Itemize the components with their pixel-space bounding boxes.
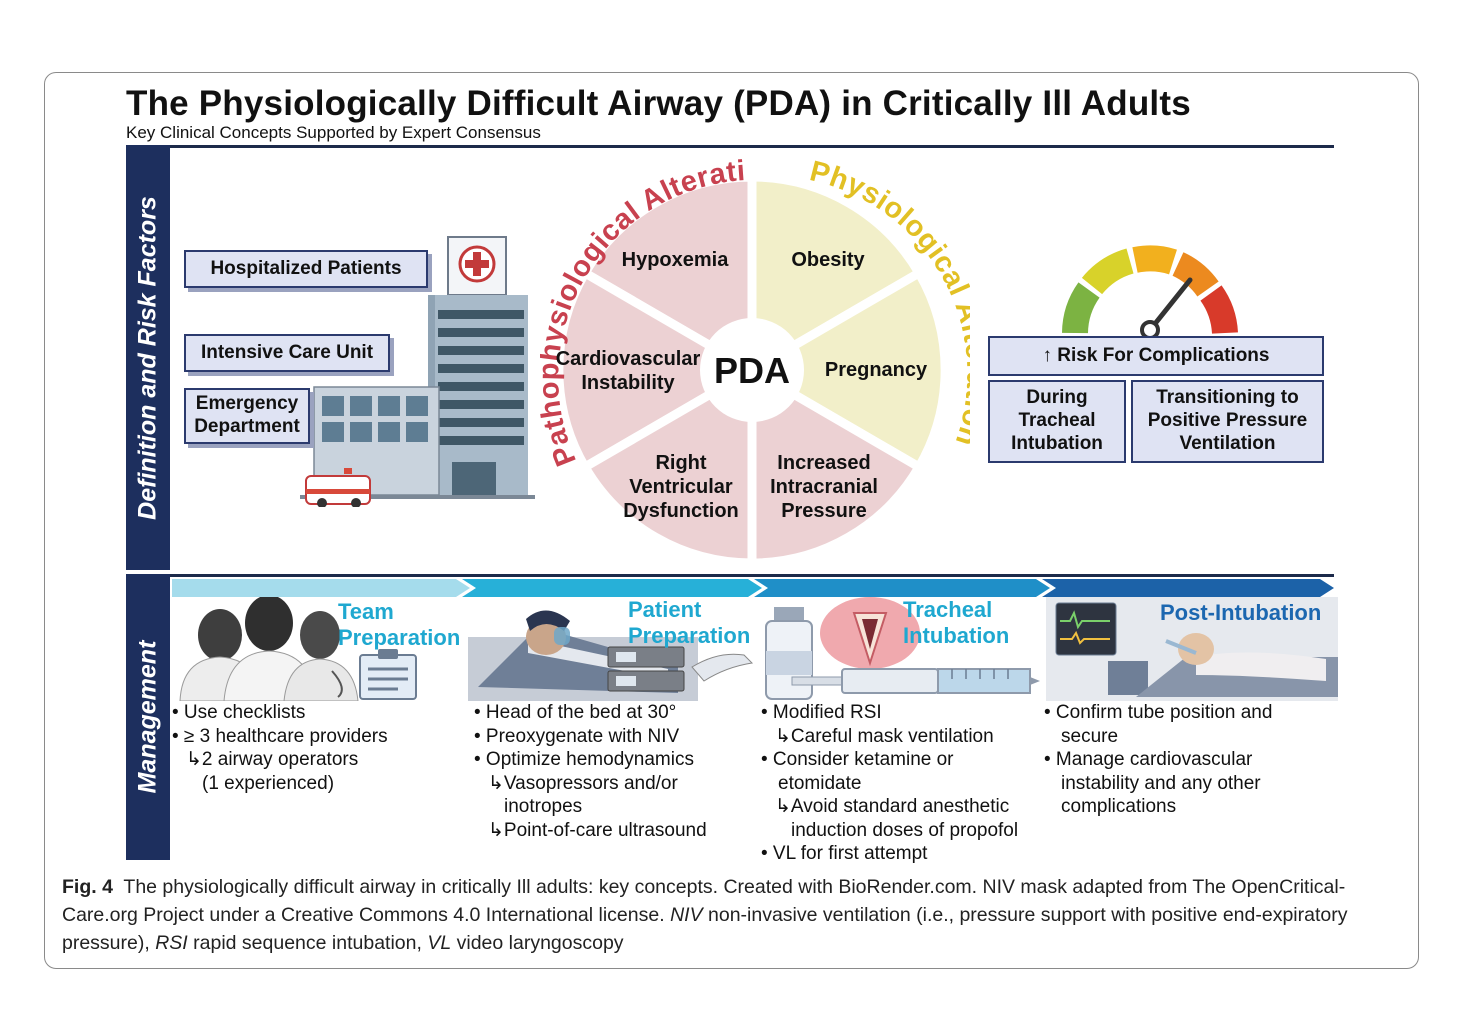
stage-team-title: Team Preparation	[338, 599, 460, 652]
stage-intubation-title-line1: Tracheal	[903, 597, 993, 622]
intubation-bullet-5: ↳Avoid standard anesthetic	[775, 796, 1010, 817]
risk-trans-line1: Transitioning to	[1156, 387, 1299, 409]
caption-def-rsi: rapid sequence intubation,	[193, 932, 422, 954]
risk-during-line1: During	[1026, 387, 1088, 409]
patient-bullet-3: • Optimize hemodynamics	[474, 749, 694, 770]
stage-intubation-title-line2: Intubation	[903, 623, 1010, 649]
top-divider	[170, 145, 1334, 148]
label-rv-line3: Dysfunction	[623, 500, 739, 522]
segment-obesity	[747, 172, 926, 378]
label-cardio-line1: Cardiovascular	[556, 348, 701, 370]
post-bullets: • Confirm tube position and secure • Man…	[1044, 701, 1272, 819]
stage-patient-title-line2: Preparation	[628, 623, 751, 649]
stage-team-title-line2: Preparation	[338, 625, 461, 651]
label-cardio-line2: Instability	[581, 372, 675, 394]
figure-subtitle: Key Clinical Concepts Supported by Exper…	[126, 123, 541, 142]
caption-def-vl: video laryngoscopy	[456, 932, 624, 954]
stage-team-title-line1: Team	[338, 599, 394, 624]
patient-preparation-illustration	[468, 610, 754, 701]
wheel-center	[700, 318, 804, 422]
patient-bullet-1: • Head of the bed at 30°	[474, 702, 677, 723]
hospital-building-illustration	[300, 236, 535, 507]
patient-bullet-5: inotropes	[504, 796, 583, 817]
stage-intubation-title: Tracheal Intubation	[903, 597, 1009, 650]
setting-hospitalized-label: Hospitalized Patients	[210, 257, 402, 279]
caption-def-niv: non-invasive ventilation (i.e., pressure…	[62, 904, 1348, 954]
pda-wheel: PDA Pathophysiological Alterations Physi…	[540, 150, 970, 568]
label-icp-line2: Intracranial	[770, 476, 878, 498]
intubation-bullet-2: ↳Careful mask ventilation	[775, 725, 994, 747]
label-hypoxemia: Hypoxemia	[622, 249, 730, 271]
management-band-label: Management	[133, 640, 162, 794]
label-icp-line1: Increased	[777, 452, 870, 474]
wheel-center-label: PDA	[714, 350, 790, 391]
segment-right-ventricular	[578, 362, 757, 568]
label-rv-line2: Ventricular	[629, 476, 733, 498]
segment-pregnancy	[743, 266, 950, 474]
stage-patient-title: Patient Preparation	[628, 597, 750, 650]
figure-caption: Fig. 4 The physiologically difficult air…	[62, 873, 1407, 957]
intubation-bullet-7: • VL for first attempt	[761, 843, 928, 864]
stage-post-title-line1: Post-Intubation	[1160, 600, 1322, 625]
segment-hypoxemia	[578, 172, 757, 378]
label-obesity: Obesity	[791, 249, 865, 271]
label-pregnancy: Pregnancy	[825, 359, 928, 381]
team-bullet-4: (1 experienced)	[202, 772, 335, 794]
risk-during-line3: Intubation	[1011, 432, 1103, 454]
team-bullet-2: • ≥ 3 healthcare providers	[172, 725, 388, 747]
definition-band-label: Definition and Risk Factors	[133, 195, 162, 520]
patient-bullet-2: • Preoxygenate with NIV	[474, 725, 680, 747]
risk-transitioning-ppv: Transitioning to Positive Pressure Venti…	[1131, 380, 1324, 463]
section-divider	[170, 574, 1334, 577]
figure-frame	[44, 72, 1419, 969]
management-band: Management	[126, 574, 170, 860]
risk-trans-line3: Ventilation	[1179, 432, 1276, 454]
segment-intracranial	[747, 362, 926, 568]
intubation-bullet-4: etomidate	[778, 772, 862, 794]
patient-bullet-6: ↳Point-of-care ultrasound	[488, 819, 707, 841]
team-bullets: • Use checklists • ≥ 3 healthcare provid…	[172, 701, 388, 795]
label-rv-line1: Right	[655, 452, 706, 474]
intubation-bullet-3: • Consider ketamine or	[761, 749, 954, 770]
risk-header: ↑ Risk For Complications	[988, 336, 1324, 376]
post-bullet-4: instability and any other	[1061, 772, 1261, 794]
intubation-bullets: • Modified RSI ↳Careful mask ventilation…	[761, 701, 1018, 866]
definition-band: Definition and Risk Factors	[126, 145, 170, 570]
figure-title: The Physiologically Difficult Airway (PD…	[126, 84, 1191, 123]
risk-during-intubation: During Tracheal Intubation	[988, 380, 1126, 463]
setting-icu: Intensive Care Unit	[184, 334, 390, 372]
setting-emergency-department: Emergency Department	[184, 388, 310, 444]
patient-bullets: • Head of the bed at 30° • Preoxygenate …	[474, 701, 707, 842]
post-bullet-3: • Manage cardiovascular	[1044, 749, 1253, 770]
stage-post-title: Post-Intubation	[1160, 600, 1321, 626]
risk-trans-line2: Positive Pressure	[1147, 410, 1308, 432]
caption-fig-label: Fig. 4	[62, 876, 113, 898]
post-intubation-illustration	[1046, 597, 1338, 701]
intubation-bullet-1: • Modified RSI	[761, 702, 882, 723]
setting-ed-line2: Department	[194, 416, 300, 437]
intubation-bullet-6: induction doses of propofol	[791, 819, 1019, 841]
caption-text: The physiologically difficult airway in …	[62, 876, 1346, 926]
risk-header-label: ↑ Risk For Complications	[1042, 344, 1270, 366]
segment-cardiovascular	[554, 266, 761, 474]
management-timeline-arrows	[172, 579, 1334, 597]
label-icp-line3: Pressure	[781, 500, 867, 522]
team-illustration	[179, 597, 417, 701]
team-bullet-3: ↳2 airway operators	[186, 749, 359, 770]
stage-patient-title-line1: Patient	[628, 597, 702, 622]
patient-bullet-4: ↳Vasopressors and/or	[488, 772, 678, 794]
post-bullet-2: secure	[1061, 725, 1119, 747]
setting-icu-label: Intensive Care Unit	[200, 341, 374, 363]
post-bullet-1: • Confirm tube position and	[1044, 702, 1273, 723]
risk-gauge-icon	[1062, 245, 1238, 340]
tracheal-intubation-illustration	[765, 597, 1040, 700]
caption-abbr-rsi: RSI	[155, 932, 188, 954]
setting-hospitalized-patients: Hospitalized Patients	[184, 250, 428, 288]
risk-during-line2: Tracheal	[1018, 410, 1096, 432]
post-bullet-5: complications	[1061, 796, 1177, 817]
caption-abbr-vl: VL	[427, 932, 452, 954]
caption-abbr-niv: NIV	[670, 904, 703, 926]
team-bullet-1: • Use checklists	[172, 702, 306, 723]
setting-ed-line1: Emergency	[195, 393, 299, 415]
